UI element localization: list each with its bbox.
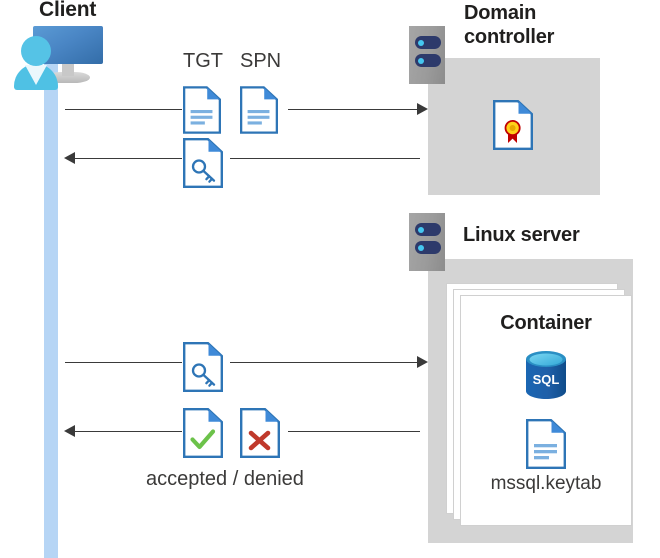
flow-line-dc-to-client-b [230,158,420,159]
server-bar-bottom [415,54,441,67]
client-icon [8,24,104,90]
domain-controller-title-line2: controller [464,26,555,48]
flow-arrowhead-client-to-linux [417,356,428,368]
ticket-key-document-icon-lower [183,342,223,392]
container-card-front [460,295,632,526]
server-led-top [418,39,424,46]
flow-line-client-to-linux-b [230,362,418,363]
flow-line-dc-to-client-a [74,158,182,159]
client-lifeline [44,62,58,558]
server-bar-bottom [415,241,441,254]
tgt-document-icon [183,86,221,134]
keytab-label: mssql.keytab [490,473,602,494]
client-title: Client [39,0,97,21]
accepted-denied-label: accepted / denied [146,468,304,490]
server-bar-top [415,223,441,236]
denied-x-document-icon [240,408,280,458]
spn-label: SPN [240,50,282,72]
monitor-base [46,72,90,83]
flow-line-linux-to-client-b [288,431,420,432]
flow-arrowhead-client-to-dc [417,103,428,115]
sql-database-icon: SQL [523,350,569,400]
server-led-bottom [418,57,424,64]
flow-line-client-to-dc-b [288,109,418,110]
svg-text:SQL: SQL [533,372,560,387]
spn-document-icon [240,86,278,134]
linux-server-title: Linux server [463,224,580,246]
certificate-document-icon [493,100,533,150]
server-led-bottom [418,244,424,251]
linux-server-icon [409,213,445,271]
person-head [21,36,51,66]
accepted-check-document-icon [183,408,223,458]
tgt-label: TGT [183,50,223,72]
flow-arrowhead-linux-to-client [64,425,75,437]
keytab-document-icon [526,419,566,469]
domain-controller-title-line1: Domain [464,2,537,24]
ticket-key-document-icon-upper [183,138,223,188]
flow-arrowhead-dc-to-client [64,152,75,164]
server-led-top [418,226,424,233]
server-bar-top [415,36,441,49]
flow-line-linux-to-client-a [74,431,182,432]
flow-line-client-to-dc-a [65,109,182,110]
domain-controller-server-icon [409,26,445,84]
person-collar [25,65,47,85]
container-title: Container [500,312,592,334]
flow-line-client-to-linux-a [65,362,182,363]
